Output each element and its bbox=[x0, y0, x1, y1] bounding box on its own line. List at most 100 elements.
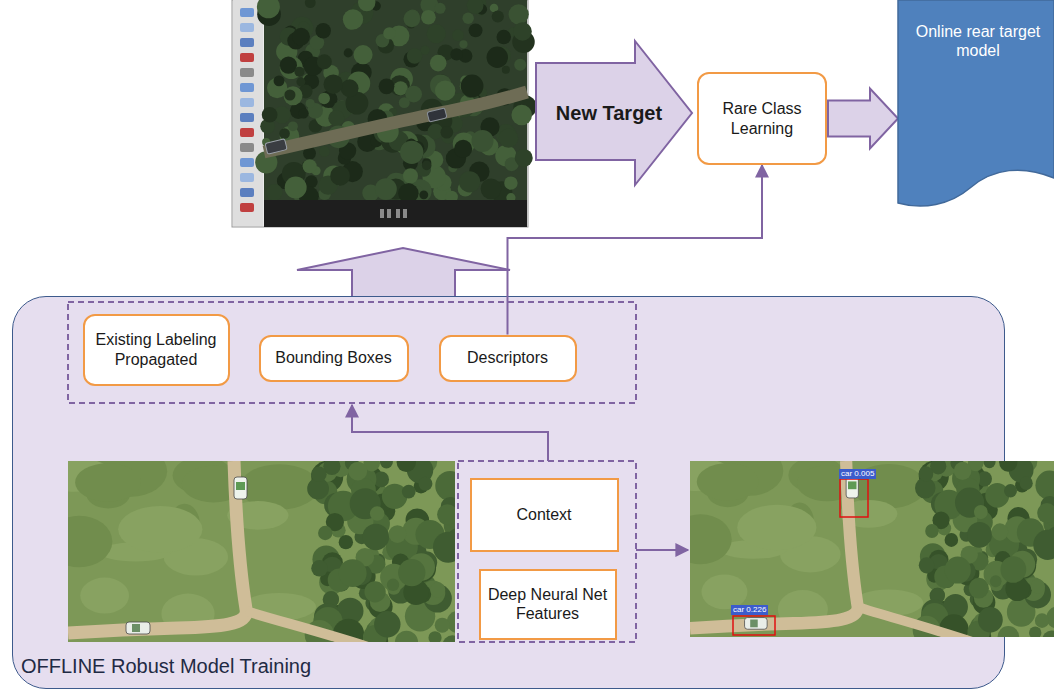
tree bbox=[499, 129, 518, 148]
tree bbox=[303, 159, 317, 173]
grass-patch bbox=[80, 578, 129, 614]
node-label: New Target bbox=[556, 101, 662, 125]
tree bbox=[467, 0, 484, 14]
tree bbox=[298, 108, 308, 118]
toolbar-icon bbox=[240, 23, 254, 32]
tree bbox=[437, 504, 455, 525]
tree bbox=[266, 184, 282, 200]
tree bbox=[318, 526, 332, 540]
tree bbox=[319, 146, 330, 157]
tree bbox=[1000, 556, 1026, 583]
toolbar-icons bbox=[240, 8, 254, 212]
tree bbox=[315, 23, 330, 38]
vehicle-roof bbox=[750, 620, 758, 628]
tree bbox=[990, 575, 1002, 587]
tree bbox=[462, 13, 473, 24]
tree bbox=[492, 10, 504, 22]
tree bbox=[502, 66, 510, 74]
tree bbox=[435, 618, 450, 633]
tree bbox=[430, 55, 447, 72]
tree bbox=[919, 466, 934, 481]
forest-trees bbox=[255, 0, 536, 206]
tree bbox=[389, 525, 407, 543]
tree bbox=[341, 79, 359, 97]
tree bbox=[358, 0, 375, 11]
tree bbox=[328, 110, 344, 126]
tree bbox=[1031, 579, 1045, 594]
grass-patch bbox=[737, 505, 816, 550]
tree bbox=[1037, 503, 1054, 523]
road bbox=[246, 611, 368, 642]
group-arrow bbox=[636, 549, 688, 551]
node-label: Existing Labeling Propagated bbox=[91, 330, 222, 368]
tree bbox=[339, 559, 367, 587]
tree bbox=[1020, 476, 1033, 490]
process-box: Descriptors bbox=[439, 335, 577, 382]
vehicle-roof bbox=[848, 481, 856, 489]
block-arrow-connector bbox=[828, 89, 898, 149]
tree bbox=[375, 178, 397, 200]
target-arrow: New Target bbox=[535, 40, 693, 186]
toolbar-icon bbox=[240, 188, 254, 197]
player-control bbox=[403, 209, 407, 218]
toolbar-icon bbox=[240, 203, 254, 212]
tree bbox=[330, 166, 350, 186]
tree bbox=[461, 75, 484, 98]
tree bbox=[1029, 626, 1041, 637]
tree bbox=[311, 560, 328, 577]
tree bbox=[422, 161, 432, 171]
tree bbox=[402, 485, 416, 499]
block-arrow-outline bbox=[536, 41, 692, 185]
tree bbox=[1042, 631, 1054, 637]
tree bbox=[339, 535, 353, 549]
document-shape: Online rear target model bbox=[898, 0, 1054, 208]
tree bbox=[353, 45, 372, 64]
tree bbox=[296, 77, 305, 86]
tree bbox=[999, 461, 1017, 472]
tree bbox=[284, 89, 295, 100]
grass-patch bbox=[697, 463, 759, 500]
process-box: Bounding Boxes bbox=[259, 335, 409, 382]
tree bbox=[435, 80, 455, 100]
toolbar-icon bbox=[240, 68, 254, 77]
toolbar-icon bbox=[240, 143, 254, 152]
tree bbox=[288, 121, 298, 131]
tree bbox=[305, 175, 318, 188]
node-label: Online rear target model bbox=[912, 22, 1044, 60]
vehicle bbox=[745, 618, 768, 630]
tree bbox=[318, 93, 330, 105]
screenshot-window bbox=[232, 0, 528, 227]
vehicle-roof bbox=[132, 624, 140, 632]
node-label: Descriptors bbox=[467, 348, 548, 367]
tree bbox=[515, 149, 533, 167]
tree bbox=[459, 40, 467, 48]
tree bbox=[974, 505, 988, 519]
tree bbox=[274, 75, 285, 86]
tree bbox=[324, 74, 343, 93]
aerial-image bbox=[68, 461, 455, 642]
tree bbox=[487, 47, 508, 68]
tree bbox=[421, 46, 430, 55]
tree bbox=[387, 579, 399, 591]
arrow-connector bbox=[508, 165, 763, 335]
feature-box: Deep Neural Net Features bbox=[479, 569, 617, 640]
detection-box bbox=[733, 616, 775, 635]
toolbar-icon bbox=[240, 8, 254, 17]
tree bbox=[292, 28, 310, 46]
group-arrow bbox=[352, 405, 548, 461]
detection-box bbox=[840, 479, 868, 517]
tree bbox=[1004, 484, 1017, 497]
tree bbox=[925, 524, 938, 538]
detection-label: car 0.005 bbox=[839, 469, 876, 479]
tree bbox=[285, 177, 307, 199]
tree bbox=[992, 523, 1009, 540]
tree bbox=[428, 631, 441, 642]
tree bbox=[471, 130, 493, 152]
toolbar-icon bbox=[240, 83, 254, 92]
tree bbox=[418, 477, 432, 491]
tree bbox=[954, 462, 972, 480]
grass-patch bbox=[75, 463, 141, 501]
vehicle bbox=[427, 108, 447, 122]
tree bbox=[344, 48, 353, 57]
road bbox=[68, 461, 246, 633]
